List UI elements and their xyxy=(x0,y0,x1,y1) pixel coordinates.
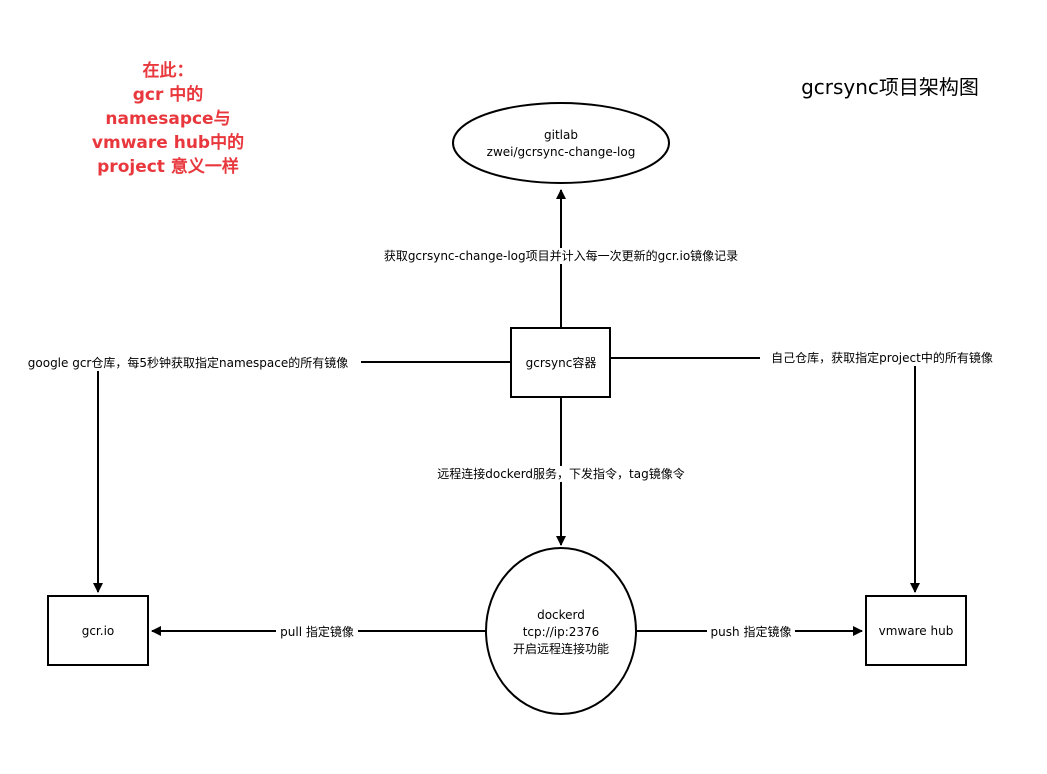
edge-label-push: push 指定镜像 xyxy=(707,624,795,640)
note-line: 在此： xyxy=(143,60,194,81)
node-label: 开启远程连接功能 xyxy=(513,641,609,656)
node-vmware-hub[interactable]: vmware hub xyxy=(865,595,967,666)
note-block: 在此： gcr 中的 namesapce与 vmware hub中的 proje… xyxy=(92,60,244,177)
edge-label-text: push 指定镜像 xyxy=(711,624,792,639)
node-label: zwei/gcrsync-change-log xyxy=(487,145,636,159)
note-line: namesapce与 xyxy=(105,109,230,129)
node-label: tcp://ip:2376 xyxy=(523,625,600,639)
note-line: gcr 中的 xyxy=(133,84,204,105)
edge-label-gcrio: google gcr仓库，每5秒钟获取指定namespace的所有镜像 xyxy=(15,355,361,371)
node-label: vmware hub xyxy=(879,624,954,638)
edge-label-pull: pull 指定镜像 xyxy=(276,624,358,640)
note-line: project 意义一样 xyxy=(97,156,239,177)
node-label: gitlab xyxy=(544,128,578,142)
diagram-title: gcrsync项目架构图 xyxy=(801,75,979,99)
node-label: dockerd xyxy=(537,608,585,622)
node-dockerd[interactable]: dockerd tcp://ip:2376 开启远程连接功能 xyxy=(485,547,637,715)
edge-label-vmware: 自己仓库，获取指定project中的所有镜像 xyxy=(760,350,1004,366)
node-gitlab[interactable]: gitlab zwei/gcrsync-change-log xyxy=(452,102,670,184)
edge-label-text: 自己仓库，获取指定project中的所有镜像 xyxy=(771,350,993,365)
node-gcrsync[interactable]: gcrsync容器 xyxy=(510,327,611,398)
edge-label-gitlab: 获取gcrsync-change-log项目并计入每一次更新的gcr.io镜像记… xyxy=(368,248,754,264)
edge-label-text: 获取gcrsync-change-log项目并计入每一次更新的gcr.io镜像记… xyxy=(384,248,738,263)
edge-label-text: pull 指定镜像 xyxy=(280,624,354,639)
note-line: vmware hub中的 xyxy=(92,132,244,153)
node-gcrio[interactable]: gcr.io xyxy=(47,595,149,666)
edge-label-text: 远程连接dockerd服务，下发指令，tag镜像令 xyxy=(437,466,684,481)
node-label: gcrsync容器 xyxy=(526,355,597,370)
node-label: gcr.io xyxy=(82,624,115,638)
edge-label-dockerd: 远程连接dockerd服务，下发指令，tag镜像令 xyxy=(425,466,697,482)
edge-label-text: google gcr仓库，每5秒钟获取指定namespace的所有镜像 xyxy=(28,355,348,370)
